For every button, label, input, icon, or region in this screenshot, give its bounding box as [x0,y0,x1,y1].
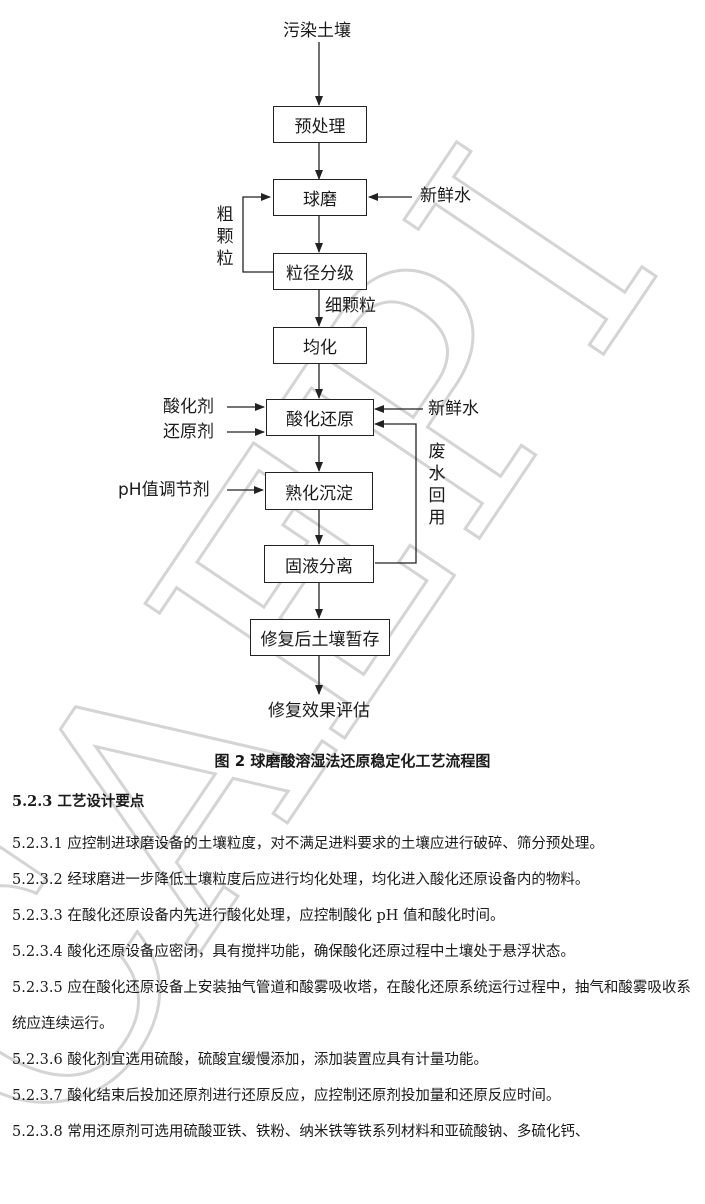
paragraph: 5.2.3.4 酸化还原设备应密闭，具有搅拌功能，确保酸化还原过程中土壤处于悬浮… [12,944,575,960]
step-remediated-soil-storage: 修复后土壤暂存 [250,619,390,656]
label-reductant: 还原剂 [163,422,214,442]
paragraph: 5.2.3.6 酸化剂宜选用硫酸，硫酸宜缓慢添加，添加装置应具有计量功能。 [12,1052,488,1068]
paragraph: 5.2.3.2 经球磨进一步降低土壤粒度后应进行均化处理，均化进入酸化还原设备内… [12,872,590,888]
flow-output-label: 修复效果评估 [268,701,370,721]
label-acidifier: 酸化剂 [163,397,214,417]
step-ball-mill: 球磨 [273,179,367,216]
label-fresh-water-1: 新鲜水 [420,186,471,206]
paragraph: 5.2.3.3 在酸化还原设备内先进行酸化处理，应控制酸化 pH 值和酸化时间。 [12,908,505,924]
step-pretreatment: 预处理 [273,106,367,143]
step-homogenization: 均化 [273,327,367,364]
section-body: 5.2.3 工艺设计要点 5.2.3.1 应控制进球磨设备的土壤粒度，对不满足进… [12,790,696,1150]
flowchart-connectors [227,42,423,695]
step-size-classification: 粒径分级 [273,253,367,290]
label-coarse-particles: 粗颗粒 [216,205,234,269]
label-ph-regulator: pH值调节剂 [118,480,210,500]
label-fresh-water-2: 新鲜水 [428,399,479,419]
step-acid-reduction: 酸化还原 [266,399,374,436]
flow-input-label: 污染土壤 [283,21,351,41]
section-heading: 5.2.3 工艺设计要点 [12,793,145,810]
process-flowchart: 污染土壤 预处理 球磨 粒径分级 均化 酸化还原 熟化沉淀 固液分离 修复后土壤… [118,21,479,721]
figure-caption: 图 2 球磨酸溶湿法还原稳定化工艺流程图 [214,752,491,770]
paragraph: 5.2.3.8 常用还原剂可选用硫酸亚铁、铁粉、纳米铁等铁系列材料和亚硫酸钠、多… [12,1124,590,1140]
label-fine-particles: 细颗粒 [325,296,376,316]
step-maturation-precipitation: 熟化沉淀 [265,472,373,510]
paragraph: 5.2.3.7 酸化结束后投加还原剂进行还原反应，应控制还原剂投加量和还原反应时… [12,1088,561,1104]
label-wastewater-reuse: 废水回用 [428,442,446,528]
step-solid-liquid-separation: 固液分离 [264,545,374,583]
paragraph: 5.2.3.5 应在酸化还原设备上安装抽气管道和酸雾吸收塔，在酸化还原系统运行过… [12,980,691,1032]
paragraph: 5.2.3.1 应控制进球磨设备的土壤粒度，对不满足进料要求的土壤应进行破碎、筛… [12,836,604,852]
